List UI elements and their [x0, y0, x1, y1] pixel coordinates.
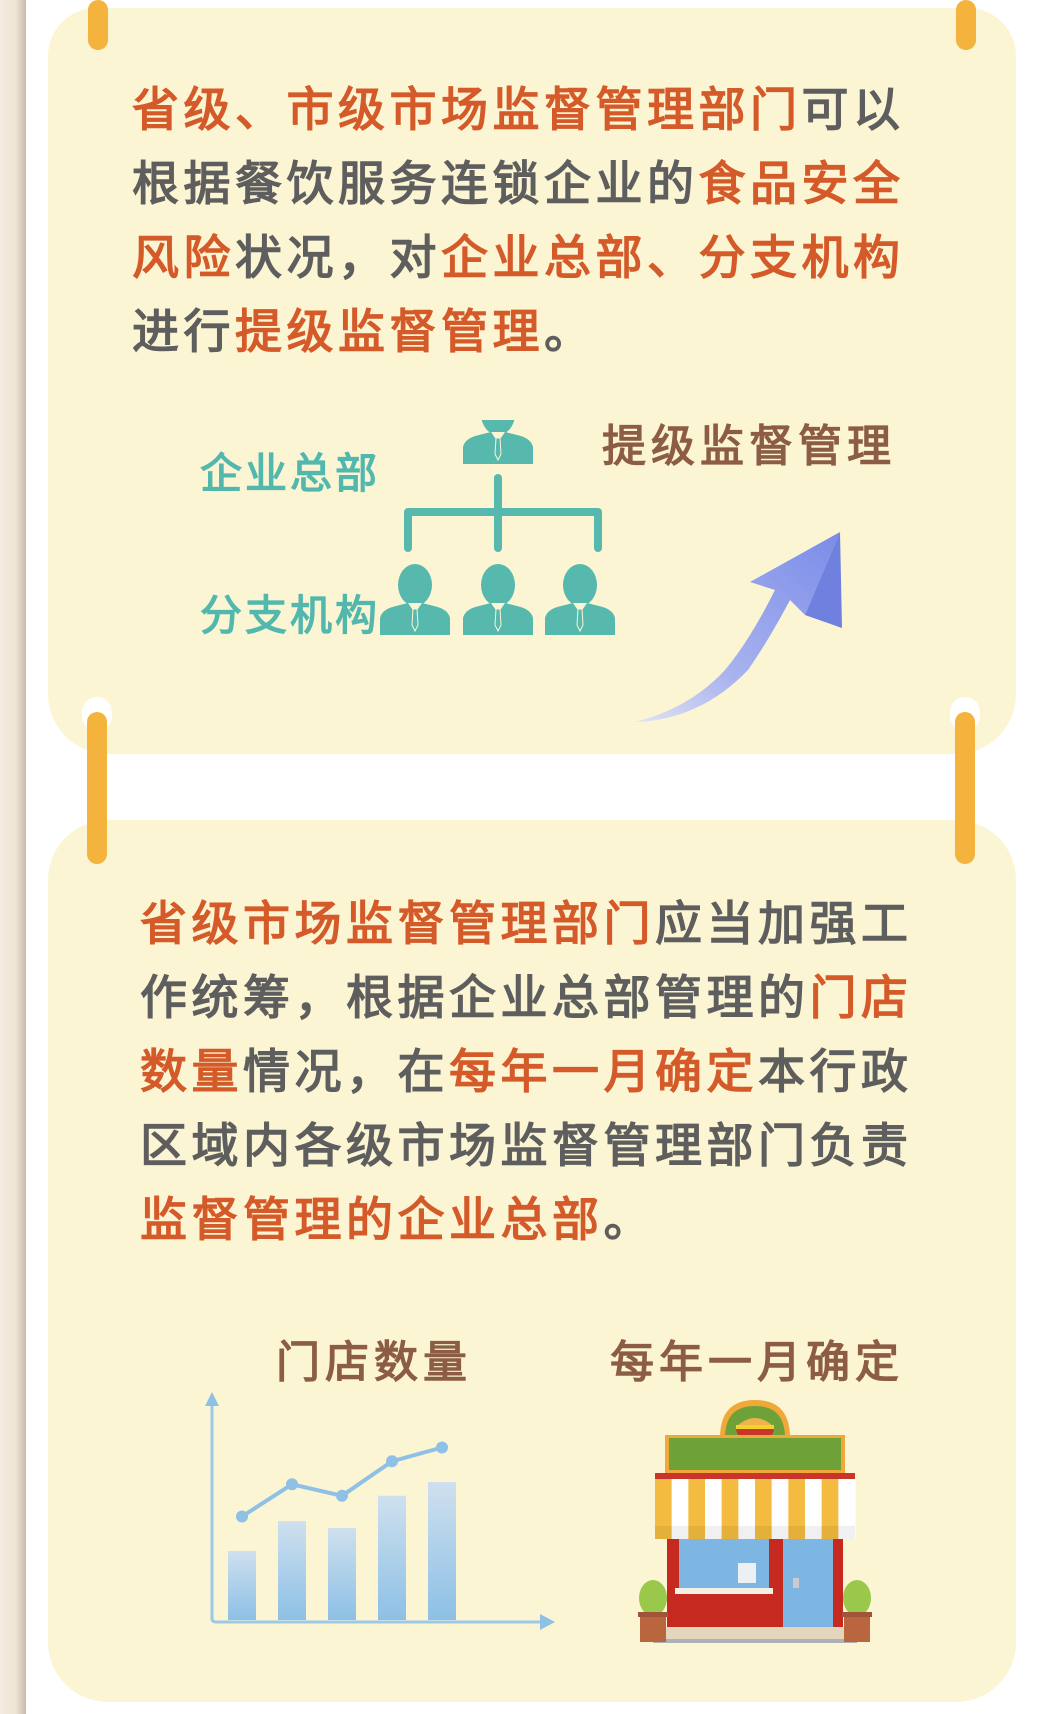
chart-bar — [428, 1482, 456, 1620]
body-text: 应当加强工作统筹，根据企业总部管理的 — [140, 897, 913, 1026]
info-card-2 — [48, 820, 1016, 1702]
highlighted-text: 省级市场监督管理部门 — [140, 897, 655, 952]
highlighted-text: 企业总部、分支机构 — [441, 231, 905, 286]
bar-line-chart-icon — [205, 1392, 555, 1630]
chart-point — [286, 1478, 298, 1491]
body-text: 状况，对 — [235, 231, 441, 286]
body-text: 情况，在 — [243, 1045, 449, 1100]
card1-paragraph: 省级、市级市场监督管理部门可以根据餐饮服务连锁企业的食品安全风险状况，对企业总部… — [132, 74, 952, 370]
body-text: 。 — [544, 305, 596, 360]
label-store-count: 门店数量 — [276, 1337, 472, 1388]
chart-bar — [328, 1528, 356, 1620]
label-headquarters: 企业总部 — [200, 449, 381, 498]
org-chart-icon — [379, 420, 616, 635]
chart-bar — [378, 1495, 406, 1620]
binder-ring-top-left — [88, 0, 108, 50]
body-text: 可以根据餐饮服务连锁企业的 — [132, 83, 905, 212]
label-january-determination: 每年一月确定 — [610, 1337, 904, 1388]
rising-arrow-icon — [635, 532, 842, 722]
chart-point — [436, 1441, 448, 1454]
card2-paragraph: 省级市场监督管理部门应当加强工作统筹，根据企业总部管理的门店数量情况，在每年一月… — [140, 888, 960, 1258]
storefront-icon — [638, 1400, 872, 1643]
highlighted-text: 提级监督管理 — [235, 305, 544, 360]
chart-bar — [278, 1521, 306, 1620]
binder-ring-top-right — [956, 0, 976, 50]
page-left-edge — [0, 0, 26, 1714]
highlighted-text: 食品安全风险 — [132, 157, 905, 286]
chart-bar — [228, 1551, 256, 1620]
highlighted-text: 省级、市级市场监督管理部门 — [132, 83, 802, 138]
body-text: 。 — [603, 1193, 655, 1248]
body-text: 进行 — [132, 305, 235, 360]
chart-point — [236, 1510, 248, 1523]
body-text: 本行政区域内各级市场监督管理部门负责 — [140, 1045, 913, 1174]
highlighted-text: 门店数量 — [140, 971, 913, 1100]
label-branches: 分支机构 — [200, 591, 381, 640]
highlighted-text: 每年一月确定 — [449, 1045, 758, 1100]
binder-ring-right — [955, 712, 975, 864]
chart-point — [386, 1455, 398, 1468]
label-upgrade-supervision: 提级监督管理 — [602, 421, 896, 472]
highlighted-text: 监督管理的企业总部 — [140, 1193, 604, 1248]
chart-point — [336, 1489, 348, 1502]
binder-ring-left — [87, 712, 107, 864]
